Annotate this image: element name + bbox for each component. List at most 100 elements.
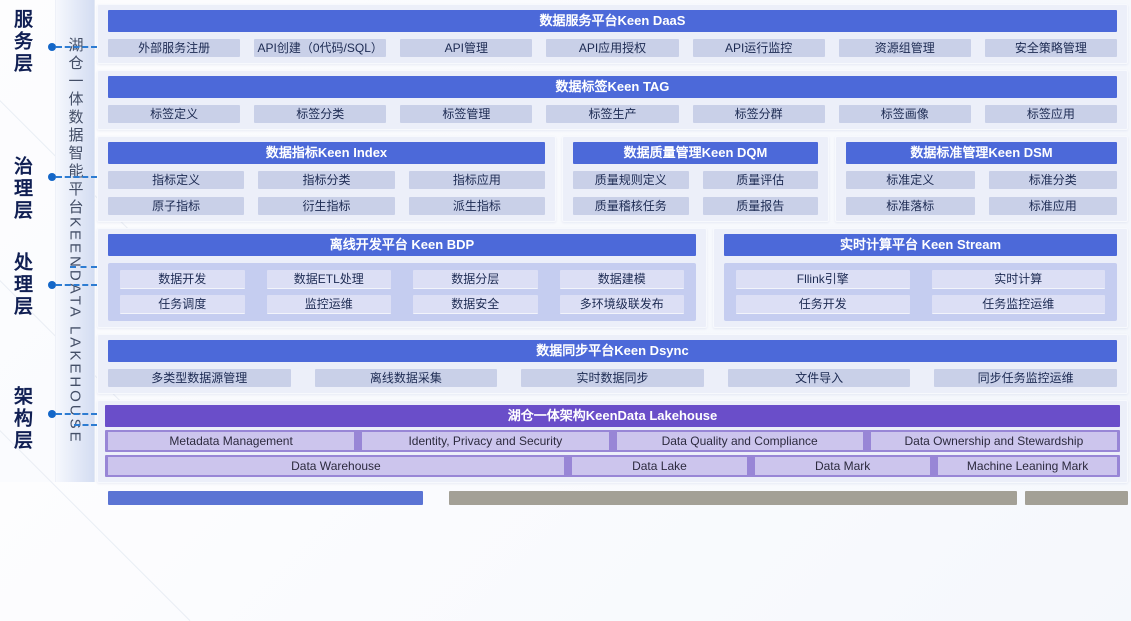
capability-chip: 数据ETL处理 (266, 270, 391, 289)
capability-chip: 标签管理 (400, 105, 533, 123)
capability-chip: 监控运维 (266, 295, 391, 314)
capability-chip: 衍生指标 (258, 197, 395, 215)
capability-chip: 质量评估 (702, 171, 818, 189)
layer-label-service: 服务层 (11, 9, 32, 75)
connector-dash (56, 176, 97, 178)
capability-chip: 实时数据同步 (521, 369, 704, 387)
section-header-tag: 数据标签Keen TAG (108, 76, 1117, 98)
stream-panel: Fllink引擎 实时计算 任务开发 任务监控运维 (724, 263, 1117, 321)
capability-chip: 数据建模 (559, 270, 684, 289)
bdp-row-2: 任务调度 监控运维 数据安全 多环境级联发布 (120, 295, 684, 314)
index-row-2: 原子指标 衍生指标 派生指标 (108, 197, 545, 215)
capability-chip: 数据开发 (120, 270, 245, 289)
cutoff-header-bar-gray (449, 491, 1017, 505)
index-row-1: 指标定义 指标分类 指标应用 (108, 171, 545, 189)
section-keen-bdp: 离线开发平台 Keen BDP 数据开发 数据ETL处理 数据分层 数据建模 任… (97, 228, 707, 328)
capability-chip: Data Lake (571, 457, 748, 475)
section-keen-tag: 数据标签Keen TAG 标签定义 标签分类 标签管理 标签生产 标签分群 标签… (97, 70, 1128, 130)
capability-chip: 质量稽核任务 (573, 197, 689, 215)
section-header-index: 数据指标Keen Index (108, 142, 545, 164)
capability-chip: Fllink引擎 (736, 270, 910, 289)
capability-chip: 安全策略管理 (984, 39, 1117, 57)
dqm-row-2: 质量稽核任务 质量报告 (573, 197, 818, 215)
stream-row-2: 任务开发 任务监控运维 (736, 295, 1105, 314)
capability-chip: API应用授权 (546, 39, 679, 57)
capability-chip: 标签生产 (546, 105, 679, 123)
capability-chip: 标准应用 (988, 197, 1117, 215)
lakehouse-row-1: Metadata Management Identity, Privacy an… (105, 430, 1120, 452)
daas-capabilities: 外部服务注册 API创建（0代码/SQL） API管理 API应用授权 API运… (108, 39, 1117, 57)
section-keen-dsync: 数据同步平台Keen Dsync 多类型数据源管理 离线数据采集 实时数据同步 … (97, 334, 1128, 394)
section-header-daas: 数据服务平台Keen DaaS (108, 10, 1117, 32)
connector-dash (56, 284, 97, 286)
layer-label-processing: 处理层 (11, 252, 32, 318)
connector-dash (70, 266, 97, 268)
section-keen-dsm: 数据标准管理Keen DSM 标准定义 标准分类 标准落标 标准应用 (835, 136, 1128, 222)
platform-strip-label: 湖仓一体数据智能平台KEENDATA LAKEHOUSE (66, 37, 84, 445)
capability-chip: API运行监控 (692, 39, 825, 57)
capability-chip: 指标分类 (258, 171, 395, 189)
section-keendata-lakehouse: 湖仓一体架构KeenData Lakehouse Metadata Manage… (97, 400, 1128, 483)
capability-chip: 质量规则定义 (573, 171, 689, 189)
section-keen-daas: 数据服务平台Keen DaaS 外部服务注册 API创建（0代码/SQL） AP… (97, 4, 1128, 64)
connector-dash (56, 46, 97, 48)
capability-chip: 标准分类 (988, 171, 1117, 189)
capability-chip: 指标应用 (408, 171, 545, 189)
architecture-diagram: 数据服务平台Keen DaaS 外部服务注册 API创建（0代码/SQL） AP… (97, 0, 1128, 505)
processing-row: 离线开发平台 Keen BDP 数据开发 数据ETL处理 数据分层 数据建模 任… (97, 228, 1128, 334)
capability-chip: API管理 (400, 39, 533, 57)
capability-chip: 数据安全 (413, 295, 538, 314)
capability-chip: 文件导入 (727, 369, 911, 387)
capability-chip: 离线数据采集 (314, 369, 498, 387)
section-header-lakehouse: 湖仓一体架构KeenData Lakehouse (105, 405, 1120, 427)
layer-label-architecture: 架构层 (11, 386, 32, 452)
capability-chip: 标签分类 (254, 105, 387, 123)
capability-chip: Data Quality and Compliance (616, 432, 863, 450)
capability-chip: 派生指标 (408, 197, 545, 215)
cutoff-header-bar-gray (1025, 491, 1128, 505)
section-header-bdp: 离线开发平台 Keen BDP (108, 234, 696, 256)
capability-chip: 标签分群 (692, 105, 825, 123)
capability-chip: Metadata Management (108, 432, 355, 450)
capability-chip: 任务监控运维 (931, 295, 1105, 314)
capability-chip: 外部服务注册 (108, 39, 241, 57)
capability-chip: 资源组管理 (838, 39, 971, 57)
capability-chip: 任务调度 (120, 295, 245, 314)
capability-chip: Identity, Privacy and Security (362, 432, 609, 450)
stream-row-1: Fllink引擎 实时计算 (736, 270, 1105, 289)
capability-chip: 数据分层 (413, 270, 538, 289)
capability-chip: 同步任务监控运维 (934, 369, 1117, 387)
cutoff-next-row (97, 489, 1128, 505)
capability-chip: 标准落标 (846, 197, 975, 215)
capability-chip: 标签应用 (984, 105, 1117, 123)
capability-chip: 指标定义 (108, 171, 245, 189)
capability-chip: Data Ownership and Stewardship (870, 432, 1117, 450)
connector-dash (74, 424, 97, 426)
connector-dot (48, 43, 56, 51)
lakehouse-row-2: Data Warehouse Data Lake Data Mark Machi… (105, 455, 1120, 477)
capability-chip: API创建（0代码/SQL） (254, 39, 387, 57)
capability-chip: 标准定义 (846, 171, 975, 189)
connector-dot (48, 281, 56, 289)
governance-row: 数据指标Keen Index 指标定义 指标分类 指标应用 原子指标 衍生指标 … (97, 136, 1128, 228)
bdp-row-1: 数据开发 数据ETL处理 数据分层 数据建模 (120, 270, 684, 289)
capability-chip: Data Mark (755, 457, 931, 475)
capability-chip: 多类型数据源管理 (108, 369, 291, 387)
cutoff-header-bar-blue (108, 491, 423, 505)
section-header-dsync: 数据同步平台Keen Dsync (108, 340, 1117, 362)
tag-capabilities: 标签定义 标签分类 标签管理 标签生产 标签分群 标签画像 标签应用 (108, 105, 1117, 123)
section-header-dqm: 数据质量管理Keen DQM (573, 142, 818, 164)
dsm-row-2: 标准落标 标准应用 (846, 197, 1117, 215)
capability-chip: Data Warehouse (108, 457, 564, 475)
capability-chip: 任务开发 (736, 295, 910, 314)
connector-dot (48, 173, 56, 181)
section-header-dsm: 数据标准管理Keen DSM (846, 142, 1117, 164)
platform-side-strip: 湖仓一体数据智能平台KEENDATA LAKEHOUSE (55, 0, 95, 482)
capability-chip: 标签定义 (108, 105, 241, 123)
section-keen-dqm: 数据质量管理Keen DQM 质量规则定义 质量评估 质量稽核任务 质量报告 (562, 136, 829, 222)
dsync-capabilities: 多类型数据源管理 离线数据采集 实时数据同步 文件导入 同步任务监控运维 (108, 369, 1117, 387)
connector-dash (56, 413, 97, 415)
capability-chip: 质量报告 (702, 197, 818, 215)
connector-dot (48, 410, 56, 418)
capability-chip: 原子指标 (108, 197, 245, 215)
